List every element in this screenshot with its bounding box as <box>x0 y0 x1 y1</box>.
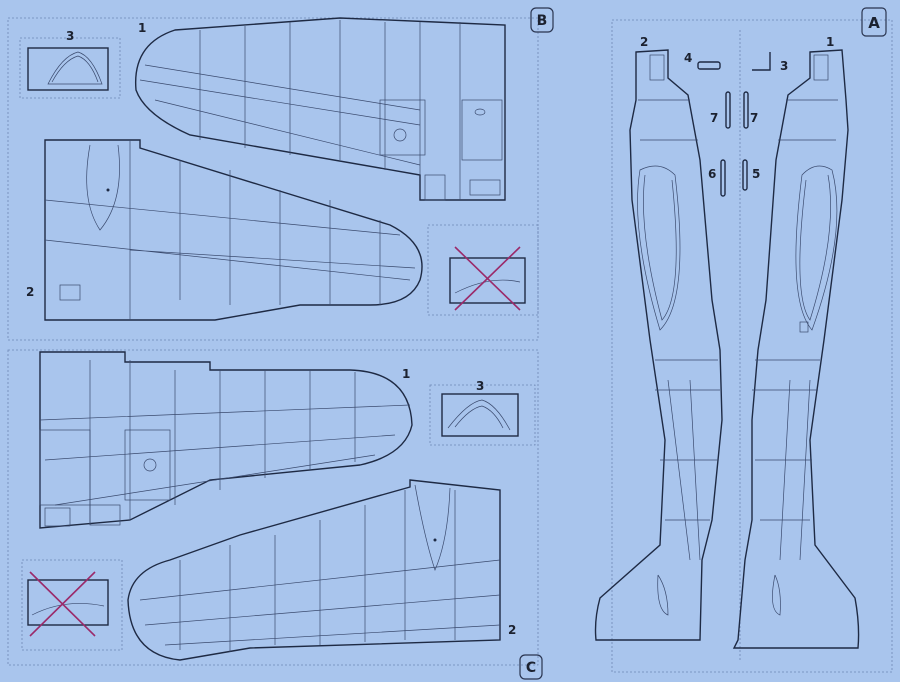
lower-wing-part-b: 2 <box>26 139 423 321</box>
fuselage-half-left: 2 <box>594 35 723 641</box>
sprue-a-letter: A <box>868 14 880 32</box>
part-number-label: 4 <box>684 51 692 65</box>
part-number-label: 7 <box>710 111 718 125</box>
part-number-label: 3 <box>476 379 484 393</box>
fuselage-half-right: 1 <box>732 35 860 649</box>
sprue-c-letter: C <box>526 660 536 676</box>
lower-wing-part-c: 2 <box>127 479 516 661</box>
part-number-label: 3 <box>780 59 788 73</box>
small-part-7-right: 7 <box>743 91 758 129</box>
small-part-6: 6 <box>708 159 726 197</box>
small-part-7-left: 7 <box>710 91 731 129</box>
sprue-b-letter: B <box>537 13 548 29</box>
part-number-label: 2 <box>508 623 516 637</box>
upper-wing-part-b: 1 <box>134 17 506 201</box>
upper-wing-part-c: 1 <box>39 351 413 529</box>
sprue-b: B 3 1 2 <box>26 7 554 321</box>
canopy-part-c: 3 <box>441 379 519 437</box>
part-number-label: 2 <box>26 285 34 299</box>
small-part-4: 4 <box>684 51 721 70</box>
sprue-a: A 2 1 4 <box>594 7 887 649</box>
sprue-runners <box>7 17 893 673</box>
part-number-label: 1 <box>138 21 146 35</box>
sprue-a-badge: A <box>861 7 887 37</box>
unused-part-c <box>27 571 109 637</box>
part-number-label: 6 <box>708 167 716 181</box>
canopy-part-b: 3 <box>27 29 109 91</box>
part-number-label: 2 <box>640 35 648 49</box>
part-number-label: 7 <box>750 111 758 125</box>
sprue-b-badge: B <box>530 7 554 33</box>
sprue-c: C 1 3 2 <box>27 351 543 680</box>
unused-part-b <box>449 246 526 311</box>
part-number-label: 5 <box>752 167 760 181</box>
part-number-label: 1 <box>402 367 410 381</box>
small-part-5: 5 <box>742 159 760 191</box>
sprue-c-badge: C <box>519 654 543 680</box>
part-number-label: 1 <box>826 35 834 49</box>
small-part-3: 3 <box>752 52 788 73</box>
part-number-label: 3 <box>66 29 74 43</box>
